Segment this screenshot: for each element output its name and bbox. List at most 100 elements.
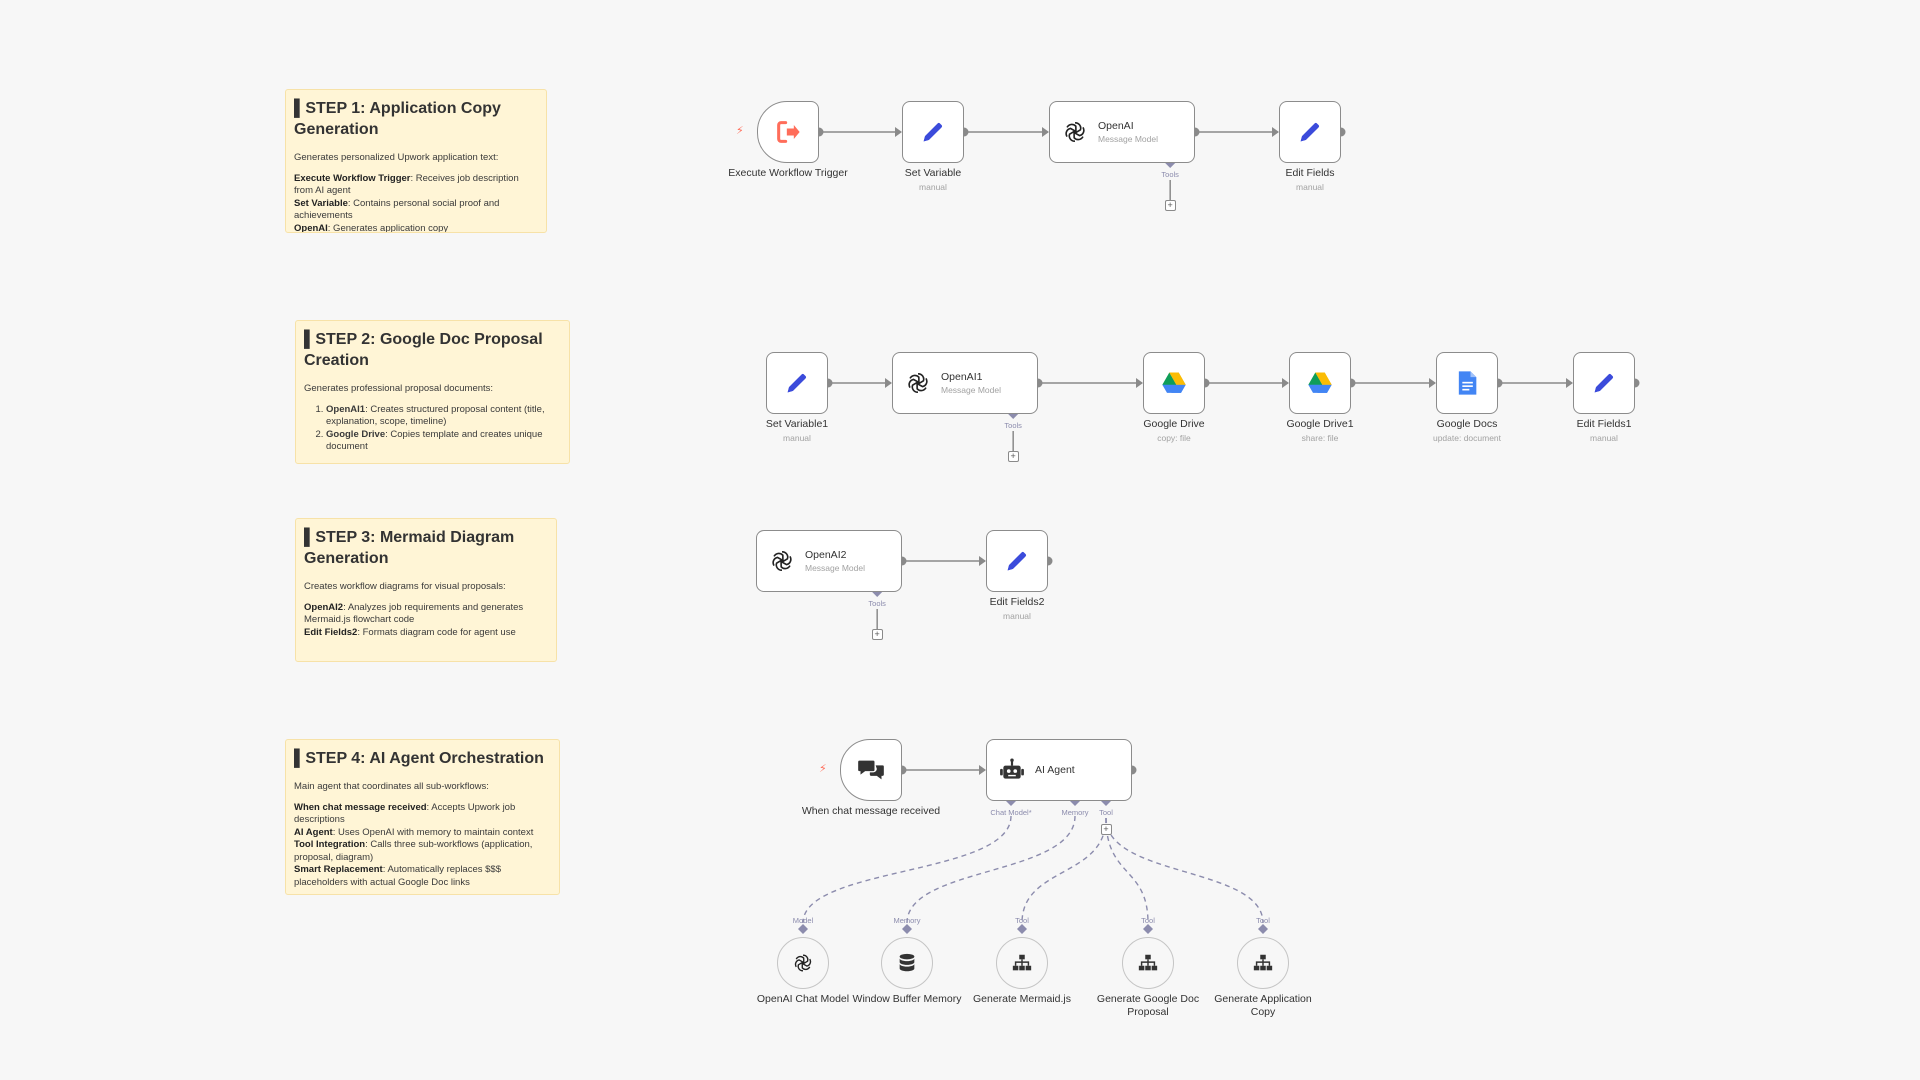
node-subtitle: update: document xyxy=(1432,432,1502,443)
sub-node-label: Window Buffer Memory xyxy=(852,993,962,1006)
sticky-title: ▌STEP 4: AI Agent Orchestration xyxy=(294,750,544,767)
ai-connection-window_buffer_memory xyxy=(906,815,1076,924)
node-title: Edit Fields2 xyxy=(989,596,1045,608)
node-text: AI Agent xyxy=(1035,764,1075,776)
sticky-line-bold: Execute Workflow Trigger xyxy=(294,172,411,184)
trigger-bolt-icon: ⚡ xyxy=(736,125,744,137)
sticky-line-bold: OpenAI xyxy=(294,222,328,233)
node-title: Edit Fields1 xyxy=(1576,418,1632,430)
tools-handle-label: Tools xyxy=(1161,170,1179,179)
sub-node-handle-label: Tool xyxy=(1256,916,1270,925)
node-subtitle: copy: file xyxy=(1157,432,1191,443)
arrow-head xyxy=(1042,127,1049,137)
add-tool-button[interactable]: + xyxy=(1007,451,1019,462)
node-label: When chat message received xyxy=(796,805,946,818)
sticky-line-text: : Receives job description from AI agent xyxy=(294,172,519,197)
sub-node-window-buffer-memory[interactable] xyxy=(881,937,933,989)
sub-node-title: Window Buffer Memory xyxy=(852,993,962,1005)
sticky-line: Tool Integration: Calls three sub-workfl… xyxy=(294,839,551,864)
sub-node-label: OpenAI Chat Model xyxy=(748,993,858,1006)
node-title: Edit Fields xyxy=(1285,167,1335,179)
sticky-line-text: : Creates structured proposal content (t… xyxy=(326,403,545,428)
node-subtitle: share: file xyxy=(1301,432,1339,443)
openai-icon xyxy=(792,952,814,974)
pencil-icon xyxy=(783,369,811,397)
agent-add-tool-button[interactable]: + xyxy=(1100,824,1112,835)
google-drive-icon xyxy=(1160,369,1188,397)
sticky-line-text: : Contains personal social proof and ach… xyxy=(294,197,500,222)
sticky-line-text: : Calls three sub-workflows (application… xyxy=(294,839,533,863)
sticky-summary: Main agent that coordinates all sub-work… xyxy=(294,781,489,792)
node-subtitle: manual xyxy=(783,432,811,443)
add-tool-button[interactable]: + xyxy=(1164,200,1176,211)
arrow-head xyxy=(979,556,986,566)
sub-node-gen-doc-proposal[interactable] xyxy=(1122,937,1174,989)
add-tool-button[interactable]: + xyxy=(871,629,883,640)
sub-node-gen-app-copy[interactable] xyxy=(1237,937,1289,989)
node-title: AI Agent xyxy=(1035,764,1075,776)
sub-node-gen-mermaid[interactable] xyxy=(996,937,1048,989)
ai-handle-diamond xyxy=(798,924,808,934)
sub-node-label: Generate Google Doc Proposal xyxy=(1093,993,1203,1018)
node-title: OpenAI1 xyxy=(941,371,983,383)
node-ai-agent[interactable]: AI Agent xyxy=(986,739,1132,801)
node-subtitle: manual xyxy=(919,181,947,192)
sub-node-handle-label: Model xyxy=(792,916,814,925)
arrow-head xyxy=(1136,378,1143,388)
sticky-summary: Generates professional proposal document… xyxy=(304,383,494,394)
node-subtitle: manual xyxy=(1003,610,1031,621)
node-chat-trigger[interactable] xyxy=(840,739,902,801)
node-subtitle: Message Model xyxy=(941,385,1002,395)
arrow-head xyxy=(895,127,902,137)
sticky-line-bold: Smart Replacement xyxy=(294,864,383,875)
node-google-drive[interactable] xyxy=(1143,352,1205,414)
sticky-title: ▌STEP 1: Application Copy Generation xyxy=(294,100,501,138)
ai-handle-diamond xyxy=(1017,924,1027,934)
sticky-line-bold: Google Drive xyxy=(326,428,386,440)
node-edit-fields1[interactable] xyxy=(1573,352,1635,414)
sub-node-title: Generate Google Doc Proposal xyxy=(1096,993,1200,1018)
sticky-line-bold: Set Variable xyxy=(294,197,348,209)
sticky-line-bold: AI Agent xyxy=(294,826,333,838)
node-edit-fields[interactable] xyxy=(1279,101,1341,163)
pencil-icon xyxy=(1590,369,1618,397)
node-set-variable1[interactable] xyxy=(766,352,828,414)
arrow-head xyxy=(1566,378,1573,388)
node-title: OpenAI xyxy=(1098,120,1134,132)
node-google-drive1[interactable] xyxy=(1289,352,1351,414)
sticky-line: Set Variable: Contains personal social p… xyxy=(294,198,538,223)
node-set-variable[interactable] xyxy=(902,101,964,163)
sticky-title: ▌STEP 2: Google Doc Proposal Creation xyxy=(304,331,543,369)
node-title: When chat message received xyxy=(801,805,941,817)
sticky-line: Execute Workflow Trigger: Receives job d… xyxy=(294,173,538,198)
sub-node-label: Generate Application Copy xyxy=(1208,993,1318,1018)
node-title: Execute Workflow Trigger xyxy=(728,167,848,179)
sub-node-label: Generate Mermaid.js xyxy=(967,993,1077,1006)
sticky-line-text: : Generates application copy xyxy=(327,222,449,233)
node-subtitle: manual xyxy=(1296,181,1324,192)
google-docs-icon xyxy=(1453,369,1481,397)
sticky-line-text: : Copies template and creates unique doc… xyxy=(326,428,543,453)
sitemap-icon xyxy=(1011,952,1033,974)
node-google-docs[interactable] xyxy=(1436,352,1498,414)
node-edit-fields2[interactable] xyxy=(986,530,1048,592)
sticky-list-item: OpenAI1: Creates structured proposal con… xyxy=(326,404,561,429)
node-title: OpenAI2 xyxy=(805,549,847,561)
node-exec-trigger[interactable] xyxy=(757,101,819,163)
sub-node-openai-chat-model[interactable] xyxy=(777,937,829,989)
